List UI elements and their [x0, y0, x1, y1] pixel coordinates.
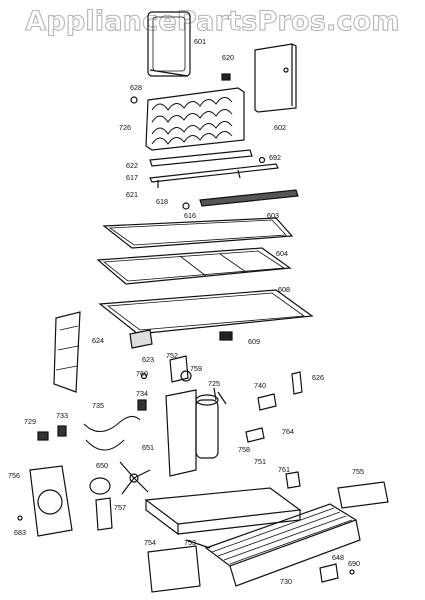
part-754-plate	[147, 545, 201, 593]
label-734: 734	[136, 389, 148, 398]
label-729: 729	[24, 417, 36, 426]
label-618: 618	[156, 197, 168, 206]
label-690: 690	[348, 559, 360, 568]
part-617-rail	[149, 163, 279, 188]
part-628-nut	[130, 96, 138, 104]
part-602-box	[254, 43, 297, 113]
label-628: 628	[130, 83, 142, 92]
part-759-mount	[180, 370, 192, 382]
part-620-clip	[221, 73, 231, 81]
label-755: 755	[352, 467, 364, 476]
label-683: 683	[14, 528, 26, 537]
label-740: 740	[254, 381, 266, 390]
label-756: 756	[8, 471, 20, 480]
label-648: 648	[332, 553, 344, 562]
label-621: 621	[126, 190, 138, 199]
watermark: AppliancePartsPros.com	[25, 5, 400, 37]
part-761-bracket	[285, 471, 301, 489]
part-758-bracket	[165, 389, 197, 477]
part-601-cover	[147, 11, 191, 77]
part-751-base	[144, 487, 302, 536]
part-624-panel	[53, 311, 81, 393]
part-616-rail	[199, 189, 299, 207]
label-733: 733	[56, 411, 68, 420]
part-752-bracket	[169, 355, 189, 383]
label-726: 726	[119, 123, 131, 132]
part-692-screw	[258, 156, 266, 164]
label-602: 602	[274, 123, 286, 132]
label-601: 601	[194, 37, 206, 46]
label-692: 692	[269, 153, 281, 162]
label-650: 650	[96, 461, 108, 470]
label-751: 751	[254, 457, 266, 466]
part-756-shroud	[29, 465, 73, 537]
part-608-pan	[98, 289, 314, 335]
label-725: 725	[208, 379, 220, 388]
part-730-condenser	[204, 503, 361, 587]
part-733-connector	[57, 425, 67, 437]
part-626-thermostat	[291, 371, 303, 395]
label-622: 622	[126, 161, 138, 170]
part-650-fan-motor	[89, 477, 111, 495]
label-757: 757	[114, 503, 126, 512]
label-608: 608	[278, 285, 290, 294]
part-729-plug	[37, 431, 49, 441]
label-604: 604	[276, 249, 288, 258]
label-753: 753	[184, 538, 196, 547]
label-609: 609	[248, 337, 260, 346]
part-651-fan-blade	[119, 461, 151, 495]
label-735: 735	[92, 401, 104, 410]
part-648-foot	[319, 563, 339, 583]
part-740-relay	[257, 393, 277, 411]
label-651: 651	[142, 443, 154, 452]
label-623: 623	[142, 355, 154, 364]
part-603-shelf	[102, 217, 294, 249]
part-690-screw	[349, 569, 355, 575]
part-618-screw	[182, 202, 190, 210]
part-622-bar	[149, 149, 253, 167]
part-755-panel	[337, 481, 389, 509]
label-758: 758	[238, 445, 250, 454]
part-735-harness	[83, 416, 141, 451]
part-753-leader	[185, 539, 211, 549]
label-626: 626	[312, 373, 324, 382]
part-764-overload	[245, 427, 265, 443]
part-609-clip	[219, 331, 233, 341]
part-623-block	[129, 329, 153, 349]
part-757-strip	[95, 497, 113, 531]
label-752: 752	[166, 351, 178, 360]
part-604-shelf	[96, 247, 292, 285]
label-764: 764	[282, 427, 294, 436]
label-617: 617	[126, 173, 138, 182]
label-759: 759	[190, 364, 202, 373]
label-603: 603	[267, 211, 279, 220]
part-683-screw	[17, 515, 23, 521]
label-754: 754	[144, 538, 156, 547]
part-725-compressor	[195, 387, 227, 459]
label-620: 620	[222, 53, 234, 62]
label-760: 760	[136, 369, 148, 378]
label-761: 761	[278, 465, 290, 474]
label-624: 624	[92, 336, 104, 345]
label-730: 730	[280, 577, 292, 586]
part-726-coil	[145, 87, 245, 151]
part-734-connector	[137, 399, 147, 411]
label-616: 616	[184, 211, 196, 220]
part-760-screw	[140, 372, 148, 380]
